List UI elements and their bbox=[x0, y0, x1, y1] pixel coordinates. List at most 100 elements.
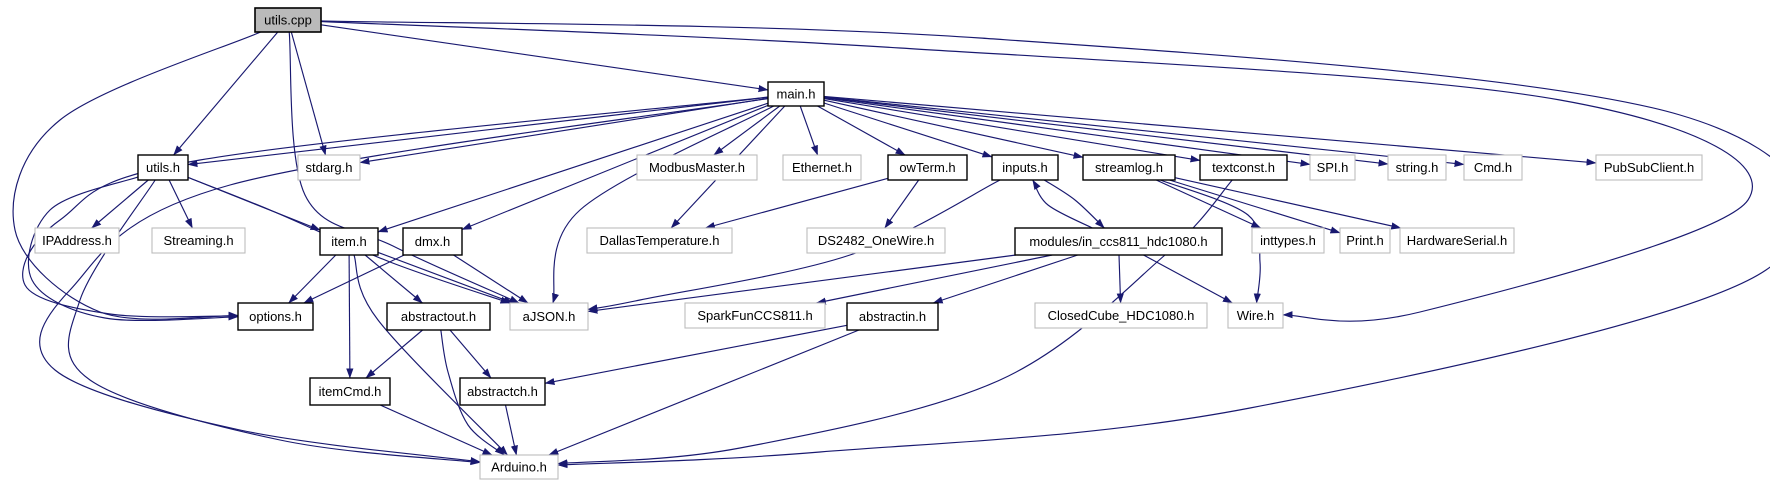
edge-streamlog_h-to-print_h bbox=[1169, 179, 1341, 234]
node-label-abstractch_h: abstractch.h bbox=[467, 384, 538, 399]
node-dmx_h[interactable]: dmx.h bbox=[402, 227, 463, 256]
node-label-utils_h: utils.h bbox=[146, 160, 180, 175]
edge-main_h-to-ethernet_h bbox=[799, 105, 819, 156]
node-box-textconst_h[interactable] bbox=[1199, 154, 1288, 181]
edge-dmx_h-to-ajson_h bbox=[453, 254, 529, 304]
node-box-utils_cpp bbox=[254, 7, 322, 33]
node-box-arduino_h bbox=[479, 454, 559, 480]
node-box-inputs_h[interactable] bbox=[991, 154, 1059, 181]
edge-utils_cpp-to-options_h bbox=[12, 31, 261, 320]
node-box-sparkfunccs811_h bbox=[684, 302, 826, 329]
edge-abstractin_h-to-arduino_h bbox=[548, 329, 860, 456]
edge-utils_cpp-to-stdarg_h bbox=[290, 31, 327, 156]
edge-item_h-to-options_h bbox=[288, 254, 337, 304]
node-label-streaming_h: Streaming.h bbox=[163, 233, 233, 248]
edge-utils_h-to-options_h bbox=[27, 176, 239, 322]
edge-main_h-to-spi_h bbox=[823, 97, 1311, 167]
node-label-inputs_h: inputs.h bbox=[1002, 160, 1048, 175]
node-item_h[interactable]: item.h bbox=[319, 227, 379, 256]
node-label-ds2482_onewire_h: DS2482_OneWire.h bbox=[818, 233, 934, 248]
node-box-abstractout_h[interactable] bbox=[386, 302, 491, 331]
node-box-string_h bbox=[1387, 154, 1447, 181]
node-box-dmx_h[interactable] bbox=[402, 227, 463, 256]
node-box-utils_h[interactable] bbox=[137, 154, 189, 181]
node-box-ethernet_h bbox=[782, 154, 862, 181]
node-streaming_h: Streaming.h bbox=[151, 227, 246, 254]
node-box-itemcmd_h[interactable] bbox=[309, 377, 391, 406]
edge-main_h-to-textconst_h bbox=[823, 98, 1201, 163]
edge-inputs_h-to-modules_in_ccs811_hdc1080_h bbox=[1043, 179, 1105, 229]
node-box-stdarg_h bbox=[297, 154, 361, 181]
edge-main_h-to-modbusmaster_h bbox=[713, 105, 781, 156]
node-label-string_h: string.h bbox=[1396, 160, 1439, 175]
node-box-main_h[interactable] bbox=[767, 81, 825, 107]
node-modbusmaster_h: ModbusMaster.h bbox=[636, 154, 758, 181]
node-box-owterm_h[interactable] bbox=[887, 154, 968, 181]
node-box-abstractch_h[interactable] bbox=[459, 377, 546, 406]
node-wire_h: Wire.h bbox=[1227, 302, 1284, 329]
node-inputs_h[interactable]: inputs.h bbox=[991, 154, 1059, 181]
node-label-closedcube_hdc1080_h: ClosedCube_HDC1080.h bbox=[1048, 308, 1195, 323]
node-box-dallastemperature_h bbox=[586, 227, 733, 254]
node-owterm_h[interactable]: owTerm.h bbox=[887, 154, 968, 181]
node-label-dmx_h: dmx.h bbox=[415, 234, 450, 249]
node-streamlog_h[interactable]: streamlog.h bbox=[1082, 154, 1176, 181]
node-label-wire_h: Wire.h bbox=[1237, 308, 1275, 323]
node-box-streamlog_h[interactable] bbox=[1082, 154, 1176, 181]
edge-dmx_h-to-options_h bbox=[303, 254, 405, 304]
node-itemcmd_h[interactable]: itemCmd.h bbox=[309, 377, 391, 406]
node-modules_in_ccs811_hdc1080_h[interactable]: modules/in_ccs811_hdc1080.h bbox=[1014, 227, 1223, 256]
edge-main_h-to-options_h bbox=[22, 96, 769, 320]
edge-main_h-to-arduino_h bbox=[39, 97, 769, 465]
node-box-item_h[interactable] bbox=[319, 227, 379, 256]
node-options_h[interactable]: options.h bbox=[237, 302, 314, 331]
node-ajson_h: aJSON.h bbox=[509, 302, 589, 331]
node-utils_cpp: utils.cpp bbox=[254, 7, 322, 33]
edge-utils_cpp-to-utils_h bbox=[173, 31, 279, 156]
node-abstractout_h[interactable]: abstractout.h bbox=[386, 302, 491, 331]
node-closedcube_hdc1080_h: ClosedCube_HDC1080.h bbox=[1034, 302, 1208, 329]
edge-main_h-to-dmx_h bbox=[461, 104, 769, 231]
node-label-arduino_h: Arduino.h bbox=[491, 460, 547, 475]
edge-main_h-to-item_h bbox=[377, 102, 769, 233]
node-label-item_h: item.h bbox=[331, 234, 366, 249]
node-textconst_h[interactable]: textconst.h bbox=[1199, 154, 1288, 181]
edge-abstractout_h-to-arduino_h bbox=[440, 329, 505, 456]
edge-main_h-to-ajson_h bbox=[552, 105, 774, 304]
edge-item_h-to-itemcmd_h bbox=[346, 254, 354, 379]
edge-utils_cpp-to-wire_h bbox=[320, 20, 1753, 322]
node-dallastemperature_h: DallasTemperature.h bbox=[586, 227, 733, 254]
edge-streamlog_h-to-hardwareserial_h bbox=[1174, 177, 1402, 230]
node-label-hardwareserial_h: HardwareSerial.h bbox=[1407, 233, 1507, 248]
edge-item_h-to-abstractout_h bbox=[364, 254, 423, 304]
edge-main_h-to-cmd_h bbox=[823, 96, 1465, 167]
node-spi_h: SPI.h bbox=[1309, 154, 1356, 181]
node-box-pubsubclient_h bbox=[1595, 154, 1703, 181]
edge-abstractout_h-to-abstractch_h bbox=[449, 329, 492, 379]
node-box-modules_in_ccs811_hdc1080_h[interactable] bbox=[1014, 227, 1223, 256]
node-label-modbusmaster_h: ModbusMaster.h bbox=[649, 160, 745, 175]
node-pubsubclient_h: PubSubClient.h bbox=[1595, 154, 1703, 181]
node-label-dallastemperature_h: DallasTemperature.h bbox=[600, 233, 720, 248]
node-main_h[interactable]: main.h bbox=[767, 81, 825, 107]
edge-modules_in_ccs811_hdc1080_h-to-abstractin_h bbox=[932, 254, 1078, 304]
edge-abstractch_h-to-arduino_h bbox=[504, 404, 518, 456]
node-box-modbusmaster_h bbox=[636, 154, 758, 181]
edges-layer bbox=[12, 20, 1770, 469]
node-label-utils_cpp: utils.cpp bbox=[264, 13, 312, 28]
node-box-options_h[interactable] bbox=[237, 302, 314, 331]
node-box-streaming_h bbox=[151, 227, 246, 254]
node-abstractin_h[interactable]: abstractin.h bbox=[846, 302, 939, 331]
node-box-wire_h bbox=[1227, 302, 1284, 329]
node-box-closedcube_hdc1080_h bbox=[1034, 302, 1208, 329]
edge-utils_h-to-streaming_h bbox=[168, 179, 193, 229]
node-box-ds2482_onewire_h bbox=[806, 227, 946, 254]
edge-itemcmd_h-to-arduino_h bbox=[379, 404, 493, 456]
node-utils_h[interactable]: utils.h bbox=[137, 154, 189, 181]
node-abstractch_h[interactable]: abstractch.h bbox=[459, 377, 546, 406]
node-box-abstractin_h[interactable] bbox=[846, 302, 939, 331]
edge-streamlog_h-to-inttypes_h bbox=[1155, 179, 1262, 229]
node-label-abstractin_h: abstractin.h bbox=[859, 309, 926, 324]
node-arduino_h: Arduino.h bbox=[479, 454, 559, 480]
